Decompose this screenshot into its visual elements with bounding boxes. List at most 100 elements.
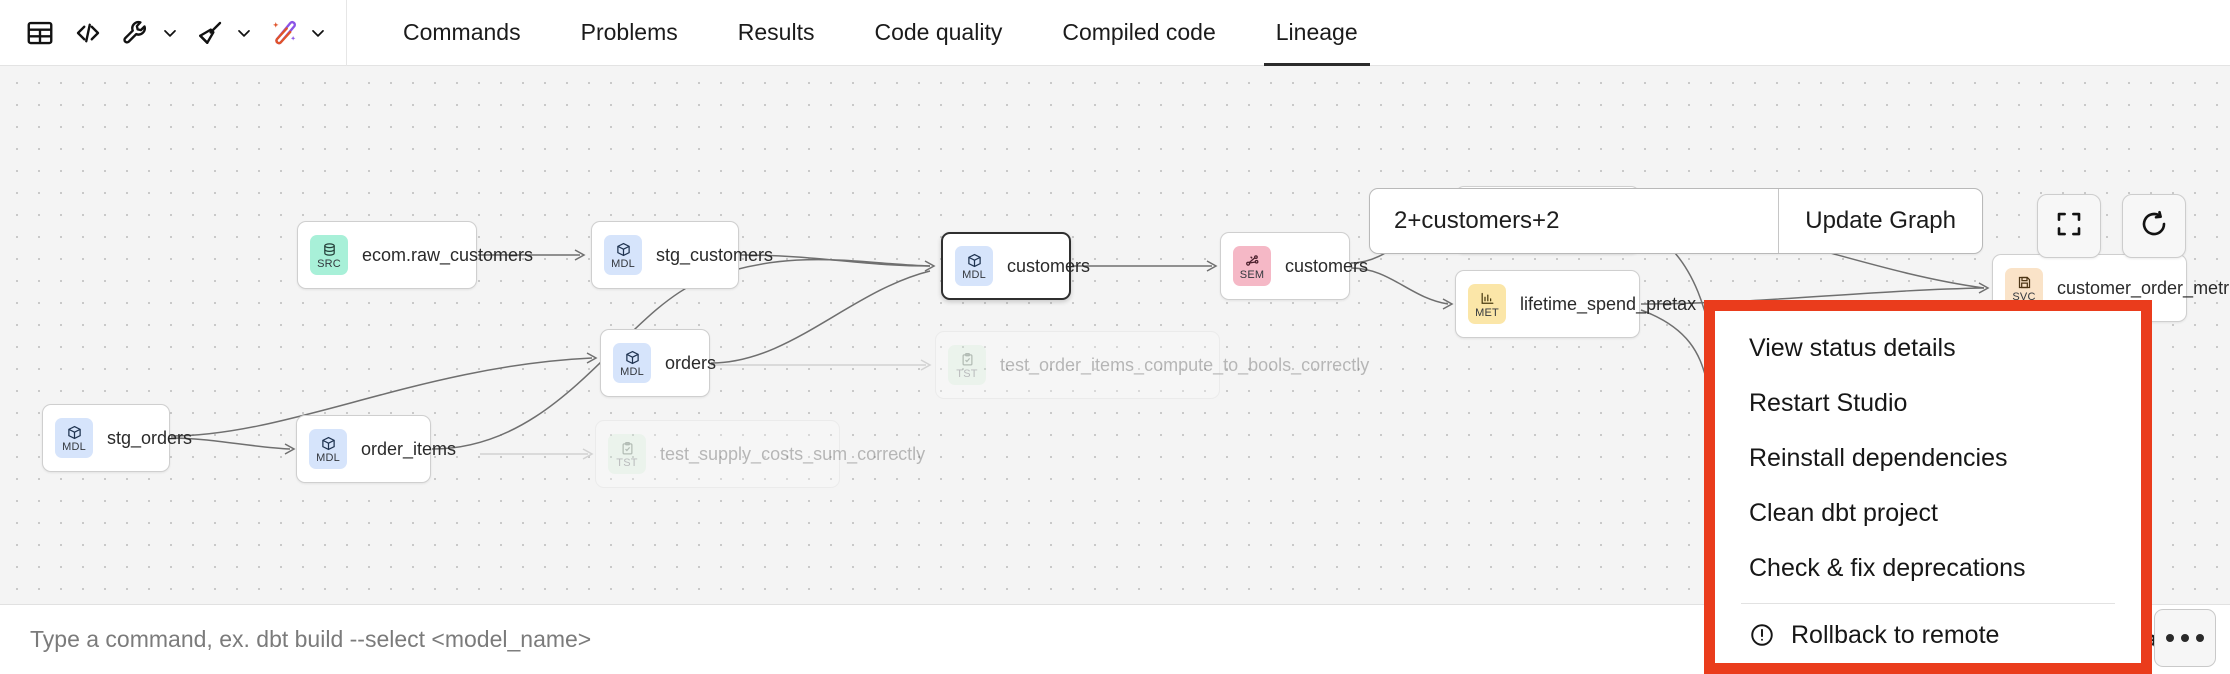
node-label: customers [1007,256,1091,276]
cube-icon [67,424,82,441]
magic-wand-icon[interactable] [262,11,306,55]
broom-caret-icon[interactable] [230,13,258,53]
menu-item-label: Check & fix deprecations [1749,554,2026,582]
lineage-node-customers-model[interactable]: MDL customers [941,232,1090,300]
badge-code: MDL [611,257,635,270]
menu-divider [1741,603,2115,604]
menu-item-view-status-details[interactable]: View status details [1715,321,2141,376]
badge-code: MDL [62,440,86,453]
tab-problems[interactable]: Problems [551,0,708,66]
tab-label: Compiled code [1062,19,1216,45]
menu-item-restart-studio[interactable]: Restart Studio [1715,376,2141,431]
fullscreen-button[interactable] [2037,194,2101,258]
panel-tabs: Commands Problems Results Code quality C… [347,0,1388,66]
menu-item-label: Clean dbt project [1749,499,1939,527]
dot [2196,634,2204,642]
mdl-badge: MDL [604,235,642,275]
tab-label: Commands [403,19,521,45]
menu-item-label: Reinstall dependencies [1749,444,2008,472]
node-label: lifetime_spend_pretax [1520,294,1697,314]
refresh-icon [2139,209,2169,244]
update-graph-button[interactable]: Update Graph [1778,189,1982,253]
node-label: order_items [361,439,457,459]
clipboard-check-icon [620,440,635,457]
lineage-node-ecom-raw-customers[interactable]: SRC ecom.raw_customers [297,221,533,289]
node-label: test_order_items_compute_to_bools_correc… [1000,355,1370,375]
badge-code: SEM [1239,268,1265,281]
command-input[interactable] [0,626,1937,653]
more-options-button[interactable] [2154,609,2216,667]
lineage-node-stg-orders[interactable]: MDL stg_orders [42,404,192,472]
bar-chart-icon [1480,290,1495,307]
node-label: customers [1285,256,1369,276]
badge-code: TST [616,456,638,469]
database-icon [322,241,337,258]
lineage-node-order-items[interactable]: MDL order_items [296,415,456,483]
node-label: customer_order_metrics [2057,278,2230,298]
tab-code-quality[interactable]: Code quality [844,0,1032,66]
badge-code: MDL [316,451,340,464]
menu-item-label: Restart Studio [1749,389,1908,417]
refresh-graph-button[interactable] [2122,194,2186,258]
tab-results[interactable]: Results [708,0,845,66]
update-graph-label: Update Graph [1805,207,1956,234]
lineage-node-stg-customers[interactable]: MDL stg_customers [591,221,773,289]
cube-icon [321,435,336,452]
tab-commands[interactable]: Commands [373,0,551,66]
warning-circle-icon [1749,622,1775,648]
clipboard-check-icon [960,351,975,368]
dot [2166,634,2174,642]
menu-item-rollback-to-remote[interactable]: Rollback to remote [1715,608,2141,663]
menu-item-reinstall-dependencies[interactable]: Reinstall dependencies [1715,431,2141,486]
dot [2181,634,2189,642]
lineage-node-test-supply-costs[interactable]: TST test_supply_costs_sum_correctly [595,420,925,488]
lineage-node-orders[interactable]: MDL orders [600,329,716,397]
tst-badge: TST [608,434,646,474]
cube-icon [616,241,631,258]
tab-label: Problems [580,19,678,45]
node-label: stg_customers [656,245,774,265]
magic-wand-caret-icon[interactable] [304,13,332,53]
node-label: test_supply_costs_sum_correctly [660,444,926,464]
cube-icon [625,349,640,366]
badge-code: SVC [2012,290,2036,303]
src-badge: SRC [310,235,348,275]
fullscreen-icon [2054,209,2084,244]
tab-label: Code quality [874,19,1003,45]
studio-context-menu: View status details Restart Studio Reins… [1715,311,2141,663]
menu-item-label: View status details [1749,334,1956,362]
node-label: orders [665,353,717,373]
node-label: ecom.raw_customers [362,245,534,265]
met-badge: MET [1468,284,1506,324]
badge-code: MDL [620,365,644,378]
context-menu-highlight: View status details Restart Studio Reins… [1704,300,2152,674]
code-icon[interactable] [66,11,110,55]
table-icon[interactable] [18,11,62,55]
menu-item-clean-dbt-project[interactable]: Clean dbt project [1715,486,2141,541]
broom-icon[interactable] [188,11,232,55]
tab-lineage[interactable]: Lineage [1246,0,1388,66]
menu-item-check-fix-deprecations[interactable]: Check & fix deprecations [1715,541,2141,596]
lineage-node-lifetime-spend-pretax[interactable]: MET lifetime_spend_pretax [1455,270,1696,338]
badge-code: MET [1475,306,1499,319]
node-label: stg_orders [107,428,193,448]
badge-code: SRC [317,257,341,270]
wrench-icon[interactable] [114,11,158,55]
save-icon [2017,274,2032,291]
tab-label: Results [737,19,815,45]
lineage-node-test-order-items[interactable]: TST test_order_items_compute_to_bools_co… [935,331,1370,399]
mdl-badge: MDL [613,343,651,383]
tab-label: Lineage [1275,19,1358,45]
top-toolbar: Commands Problems Results Code quality C… [0,0,2230,66]
tab-compiled-code[interactable]: Compiled code [1032,0,1245,66]
sem-badge: SEM [1233,246,1271,286]
cube-icon [967,252,982,269]
badge-code: MDL [962,268,986,281]
graph-selector-input[interactable] [1370,189,1779,253]
menu-item-label: Rollback to remote [1791,620,2000,649]
graph-selector-bar: Update Graph [1369,188,1983,254]
wrench-caret-icon[interactable] [156,13,184,53]
semantic-graph-icon [1245,252,1260,269]
lineage-node-customers-semantic[interactable]: SEM customers [1220,232,1368,300]
